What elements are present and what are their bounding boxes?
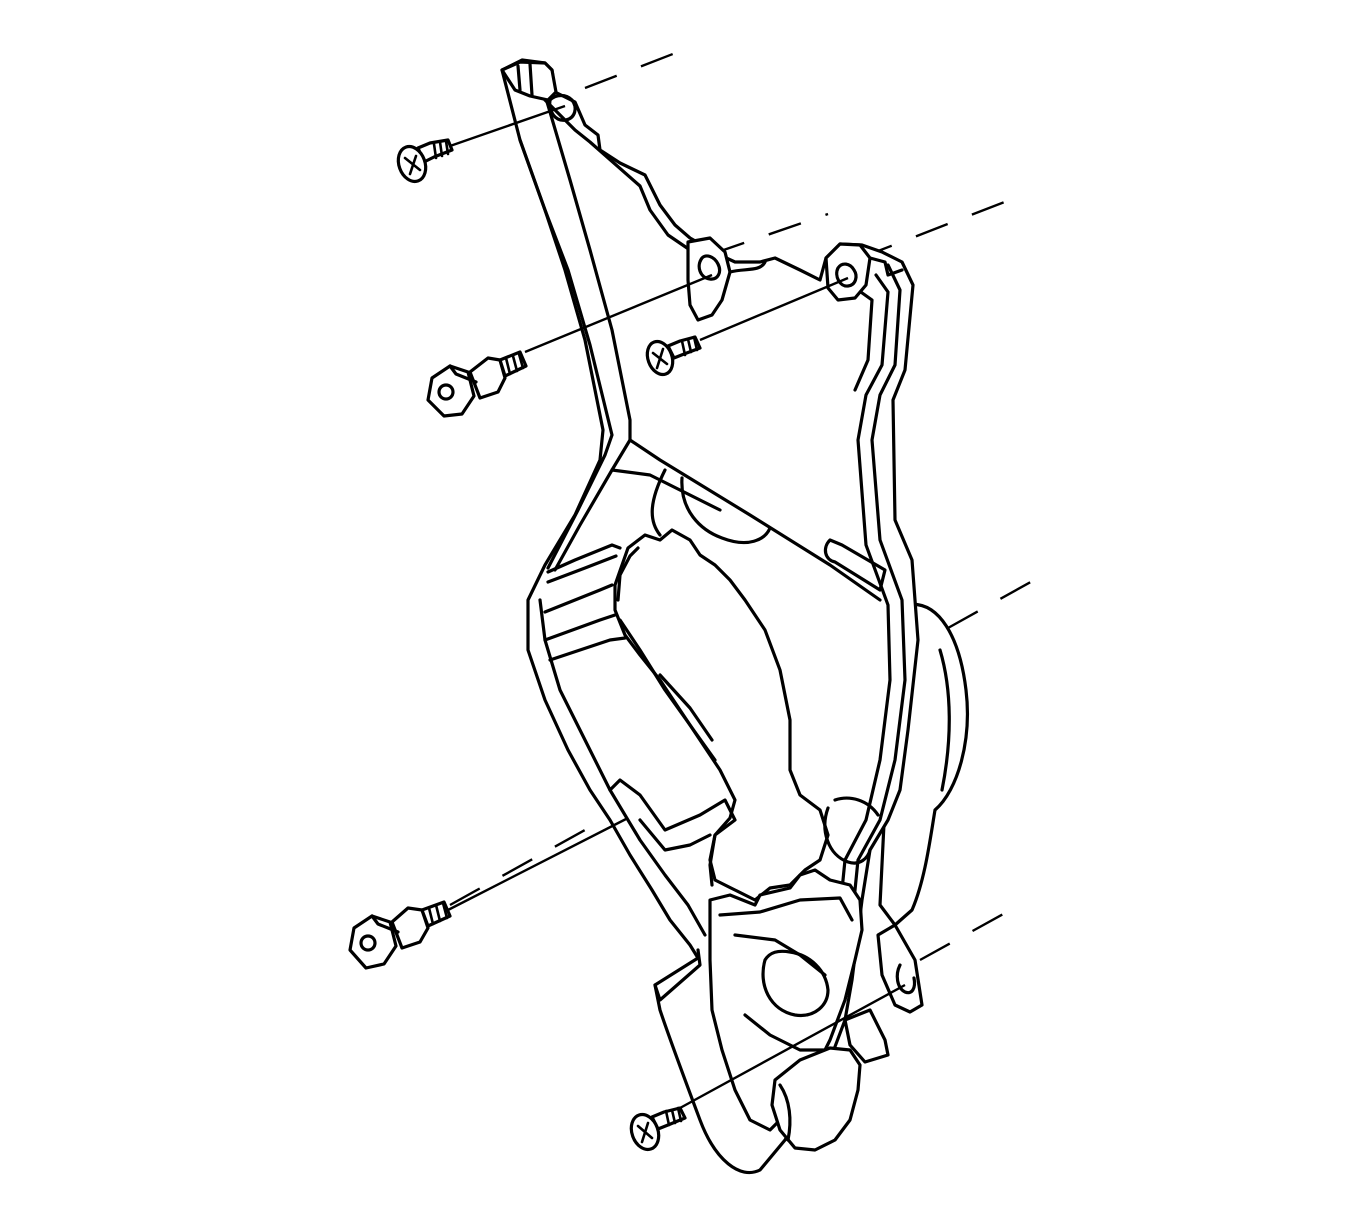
screw-upper-right [645, 276, 849, 377]
cover-right-rail-far [853, 288, 874, 392]
hex-stud-bolt-shank [468, 356, 507, 400]
alignment-line-lower-right [919, 900, 1026, 962]
alignment-line-upper-middle [711, 212, 829, 256]
screw-upper-right-cross [651, 347, 669, 370]
screw-top-left-axis [449, 104, 566, 148]
upper-left-ear-hole [548, 93, 577, 122]
right-slot [823, 538, 887, 592]
housing-bulge-rib [938, 648, 951, 792]
left-rib-4 [548, 636, 627, 662]
stud-bolt-lower-hex-edge [370, 914, 400, 934]
bottom-mount-flange [843, 1008, 890, 1064]
screw-upper-right-threads [680, 335, 699, 357]
stud-bolt-upper-hex-edge [448, 364, 478, 384]
lower-bracket-rib [733, 933, 827, 977]
alignment-line-top [584, 50, 679, 90]
screw-top-left [396, 104, 566, 184]
upper-middle-ear-hole [697, 254, 722, 281]
screw-upper-right-axis [699, 276, 849, 342]
central-opening-lip [616, 546, 640, 602]
fasteners [348, 104, 906, 1152]
upper-middle-ear-lip [728, 260, 767, 274]
screw-top-left-threads [432, 139, 450, 160]
upper-boss-cutout [680, 476, 772, 544]
lower-boss [823, 806, 872, 865]
bottom-mount-tab [770, 1046, 862, 1152]
alignment-line-upper-right [859, 194, 1021, 260]
lower-bracket [708, 868, 864, 1132]
left-rib-1b [546, 554, 618, 584]
lower-bracket-slot [761, 949, 830, 1017]
screw-top-left-cross [403, 154, 422, 176]
stud-bolt-upper-center [437, 383, 455, 401]
lower-bracket-inner [718, 896, 854, 922]
timing-cover [500, 58, 969, 1175]
screw-bottom-axis [679, 983, 906, 1110]
lower-bracket-rib-2 [743, 1013, 827, 1052]
alignment-line-right [947, 572, 1046, 630]
stud-bolt-upper-axis [524, 273, 713, 354]
screw-bottom [629, 983, 906, 1152]
lower-left-notch [653, 948, 702, 1002]
upper-left-ear-slot [516, 62, 534, 97]
stud-bolt-lower-threads [427, 901, 449, 926]
upper-right-ear-notch [868, 256, 904, 277]
cover-left-rail-inner [543, 93, 632, 572]
hex-stud-bolt-shank [390, 906, 430, 950]
stud-bolt-lower-center [359, 934, 377, 952]
cover-plate-diagonal-edge [628, 438, 882, 602]
stud-bolt-lower [348, 816, 629, 970]
stud-bolt-lower-axis [447, 816, 629, 912]
left-rib-2 [543, 583, 614, 614]
lower-left-tab [608, 778, 737, 887]
lower-boss-ring [833, 796, 880, 817]
screw-bottom-threads [664, 1106, 683, 1127]
alignment-line-lower-left [449, 828, 586, 907]
lower-left-tab-inner [638, 818, 712, 852]
cover-left-rail-outer [518, 138, 614, 570]
upper-left-ear [500, 60, 558, 102]
cover-plate-diagonal-edge-inner [610, 468, 722, 512]
upper-right-ear [824, 242, 872, 302]
upper-right-ear-hole [835, 262, 858, 288]
bottom-mount-tab-lip [778, 1083, 792, 1142]
cover-right-rail-outer [838, 263, 907, 1012]
screw-bottom-cross [636, 1121, 654, 1144]
central-opening-lip-lower [618, 618, 717, 762]
upper-boss-ring [650, 468, 667, 537]
left-rib-3 [543, 613, 617, 642]
left-rib-1 [546, 543, 622, 574]
central-opening-inner-curve [658, 673, 714, 742]
right-lower-ear-hole [895, 963, 917, 995]
stud-bolt-upper-threads [504, 352, 525, 376]
stud-bolt-upper [426, 273, 713, 418]
